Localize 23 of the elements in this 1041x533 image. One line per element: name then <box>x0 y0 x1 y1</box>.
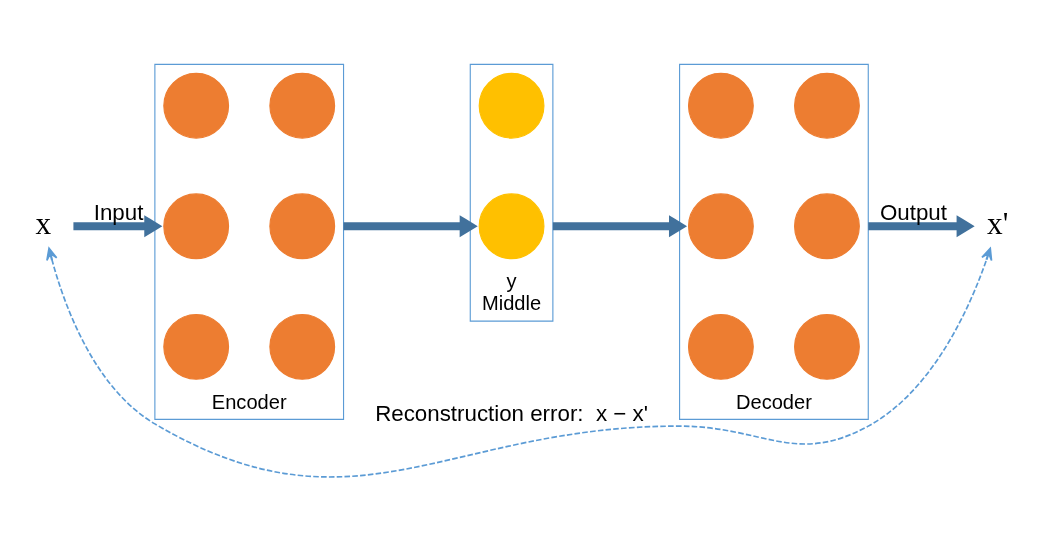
node-circle <box>163 72 230 139</box>
arrow <box>46 247 993 478</box>
node-circle <box>478 193 545 260</box>
node-circle <box>794 193 860 260</box>
node-text: x' <box>987 205 1009 241</box>
node-circle <box>269 193 336 260</box>
node-circle <box>269 72 336 139</box>
cluster: Decoder <box>679 63 869 420</box>
node-circle <box>794 72 860 139</box>
node-circle <box>687 313 754 380</box>
edge-label: Input <box>93 199 144 225</box>
cluster: y Middle <box>469 63 554 322</box>
edge-label: Output <box>879 199 947 225</box>
node-circle <box>478 72 545 139</box>
node-circle <box>269 313 336 380</box>
node-circle <box>687 193 754 260</box>
node-circle <box>163 313 230 380</box>
node-circle <box>794 313 860 380</box>
node-text: x <box>35 205 52 241</box>
node-circle <box>163 193 230 260</box>
node-circle <box>687 72 754 139</box>
cluster: Encoder <box>154 63 345 420</box>
edge-label: Reconstruction error: x − x' <box>375 400 648 426</box>
